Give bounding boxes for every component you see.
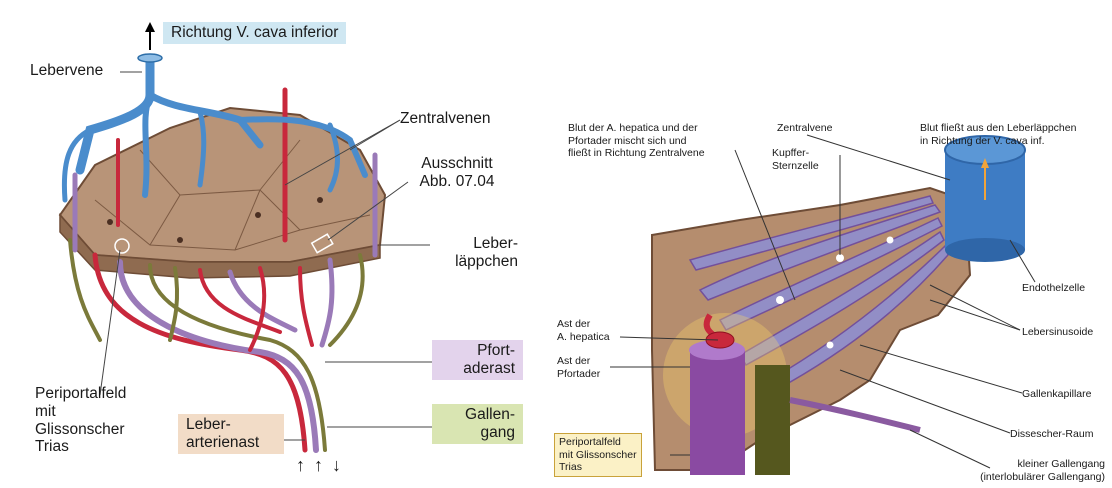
periportal-label: Periportalfeld mit Glissonscher Trias — [35, 385, 126, 456]
blut-mischt-line-2: Pfortader mischt sich und — [568, 135, 705, 148]
flow-arrows: ↑ ↑ ↓ — [296, 455, 343, 476]
leberarterienast-line-1: Leber- — [186, 416, 276, 434]
ast-hepatica-label: Ast der A. hepatica — [557, 318, 610, 343]
portal-vein — [690, 350, 745, 475]
blut-mischt-label: Blut der A. hepatica und der Pfortader m… — [568, 122, 705, 160]
zentralvenen-label: Zentralvenen — [400, 110, 490, 128]
vein-opening — [138, 54, 162, 62]
kleiner-gallengang-line-1: kleiner Gallengang — [935, 458, 1105, 471]
lobule-detail-diagram: Blut der A. hepatica und der Pfortader m… — [540, 0, 1112, 488]
leberarterienast-line-2: arterienast — [186, 434, 276, 452]
periportal-detail-line-3: Trias — [559, 461, 637, 474]
kupffer-line-1: Kupffer- — [772, 147, 819, 160]
lebervene-label: Lebervene — [30, 62, 103, 80]
endothelzelle-label: Endothelzelle — [1022, 282, 1085, 295]
periportal-line-3: Glissonscher — [35, 421, 126, 439]
blut-fliesst-label: Blut fließt aus den Leberläppchen in Ric… — [920, 122, 1076, 147]
gallengang-label: Gallen- gang — [432, 404, 523, 444]
detail-illustration — [540, 0, 1112, 488]
pfortaderast-line-2: aderast — [440, 360, 515, 378]
periportal-detail-label: Periportalfeld mit Glissonscher Trias — [554, 433, 642, 477]
direction-label: Richtung V. cava inferior — [163, 22, 346, 44]
ausschnitt-line-1: Ausschnitt — [402, 155, 512, 173]
gallengang-line-2: gang — [440, 424, 515, 442]
periportal-detail-line-1: Periportalfeld — [559, 436, 637, 449]
ast-hepatica-line-2: A. hepatica — [557, 331, 610, 344]
ast-hepatica-line-1: Ast der — [557, 318, 610, 331]
gallengang-line-1: Gallen- — [440, 406, 515, 424]
periportal-line-2: mit — [35, 403, 126, 421]
periportal-line-1: Periportalfeld — [35, 385, 126, 403]
liver-lobule-overview-diagram: Richtung V. cava inferior Lebervene Zent… — [0, 0, 540, 488]
pfortaderast-label: Pfort- aderast — [432, 340, 523, 380]
ast-pfortader-line-2: Pfortader — [557, 368, 600, 381]
leberlaeppchen-label: Leber- läppchen — [420, 235, 518, 271]
bile-duct — [755, 365, 790, 475]
leberlaeppchen-line-2: läppchen — [420, 253, 518, 271]
ausschnitt-line-2: Abb. 07.04 — [402, 173, 512, 191]
pfortaderast-line-1: Pfort- — [440, 342, 515, 360]
gallenkapillare-label: Gallenkapillare — [1022, 388, 1091, 401]
periportal-detail-line-2: mit Glissonscher — [559, 449, 637, 462]
lebersinusoide-label: Lebersinusoide — [1022, 326, 1093, 339]
blut-fliesst-line-1: Blut fließt aus den Leberläppchen — [920, 122, 1076, 135]
kleiner-gallengang-line-2: (interlobulärer Gallengang) — [935, 471, 1105, 484]
blut-mischt-line-1: Blut der A. hepatica und der — [568, 122, 705, 135]
up-arrow-head-icon — [145, 22, 155, 32]
kleiner-gallengang-label: kleiner Gallengang (interlobulärer Galle… — [935, 458, 1105, 483]
ast-pfortader-line-1: Ast der — [557, 355, 600, 368]
ausschnitt-label: Ausschnitt Abb. 07.04 — [402, 155, 512, 191]
kupffer-line-2: Sternzelle — [772, 160, 819, 173]
blut-fliesst-line-2: in Richtung der V. cava inf. — [920, 135, 1076, 148]
central-vein-base — [945, 238, 1025, 262]
leberarterienast-label: Leber- arterienast — [178, 414, 284, 454]
zentralvene-label: Zentralvene — [777, 122, 832, 135]
leberlaeppchen-line-1: Leber- — [420, 235, 518, 253]
ast-pfortader-label: Ast der Pfortader — [557, 355, 600, 380]
dissescher-label: Dissescher-Raum — [1010, 428, 1093, 441]
blut-mischt-line-3: fließt in Richtung Zentralvene — [568, 147, 705, 160]
periportal-line-4: Trias — [35, 438, 126, 456]
kupffer-label: Kupffer- Sternzelle — [772, 147, 819, 172]
